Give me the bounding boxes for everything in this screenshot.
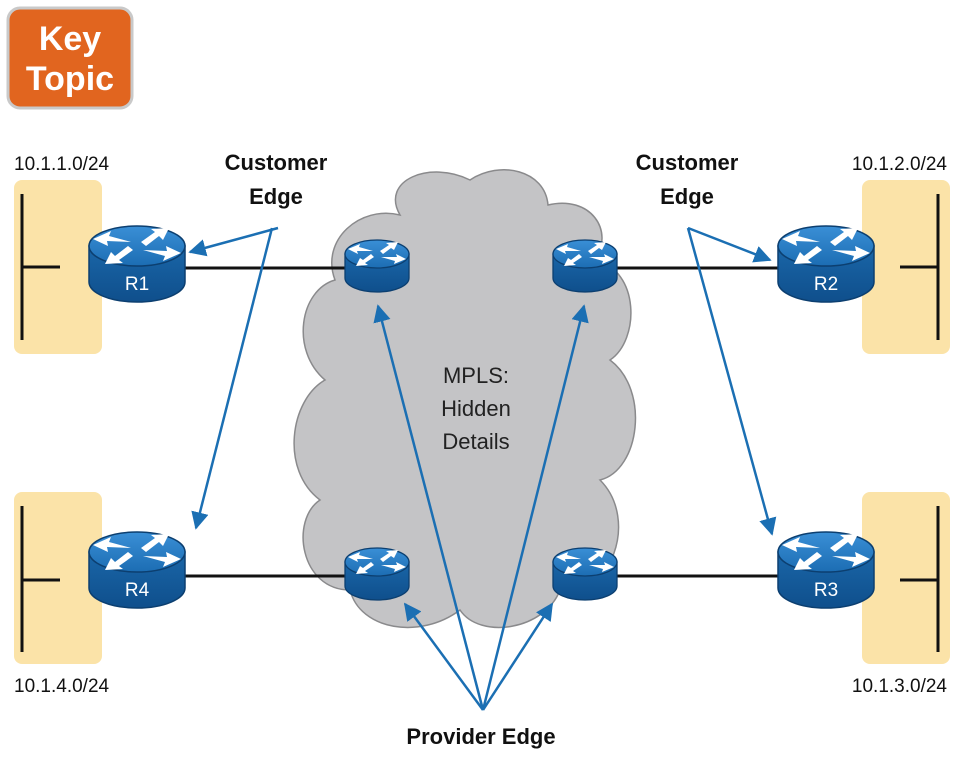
arrow-pe-to-top-right — [481, 304, 589, 711]
router-r4-label: R4 — [125, 580, 150, 601]
badge-line-topic: Topic — [26, 60, 114, 98]
router-r2-label: R2 — [814, 274, 838, 295]
router-r3-label: R3 — [814, 580, 838, 601]
router-r1-label: R1 — [125, 274, 149, 295]
pe-router-bottom-left[interactable] — [344, 547, 410, 601]
lan-bottom-right — [862, 492, 950, 664]
arrow-ce-left-to-r4 — [191, 227, 274, 530]
customer-edge-left-line2: Edge — [249, 184, 303, 209]
customer-edge-right-line1: Customer — [636, 150, 739, 175]
subnet-label-bottom-right: 10.1.3.0/24 — [852, 676, 948, 697]
arrow-ce-right-to-r2 — [687, 226, 772, 263]
badge-line-key: Key — [39, 20, 101, 58]
customer-edge-left-line1: Customer — [225, 150, 328, 175]
subnet-label-top-left: 10.1.1.0/24 — [14, 154, 110, 175]
pe-router-top-right[interactable] — [552, 239, 618, 293]
provider-edge-label: Provider Edge — [406, 724, 555, 749]
arrow-pe-to-bottom-right — [481, 602, 554, 711]
links — [180, 266, 780, 578]
callout-arrows — [188, 226, 777, 711]
arrow-ce-right-to-r3 — [686, 227, 777, 536]
subnet-label-bottom-left: 10.1.4.0/24 — [14, 676, 110, 697]
router-r2[interactable]: R2 — [777, 225, 875, 303]
arrow-pe-to-bottom-left — [403, 602, 485, 711]
subnet-label-top-right: 10.1.2.0/24 — [852, 154, 948, 175]
arrow-ce-left-to-r1 — [188, 226, 279, 257]
pe-router-top-left[interactable] — [344, 239, 410, 293]
lan-bottom-left — [14, 492, 102, 664]
arrow-pe-to-top-left — [373, 304, 485, 711]
router-r4[interactable]: R4 — [88, 531, 186, 609]
customer-edge-right-line2: Edge — [660, 184, 714, 209]
cloud-label-line2: Hidden — [441, 396, 511, 421]
lan-top-right — [862, 180, 950, 354]
pe-router-bottom-right[interactable] — [552, 547, 618, 601]
cloud-label-line1: MPLS: — [443, 363, 509, 388]
key-topic-badge: Key Topic — [6, 6, 134, 110]
router-r3[interactable]: R3 — [777, 531, 875, 609]
lan-top-left — [14, 180, 102, 354]
router-r1[interactable]: R1 — [88, 225, 186, 303]
cloud-label-line3: Details — [442, 429, 509, 454]
